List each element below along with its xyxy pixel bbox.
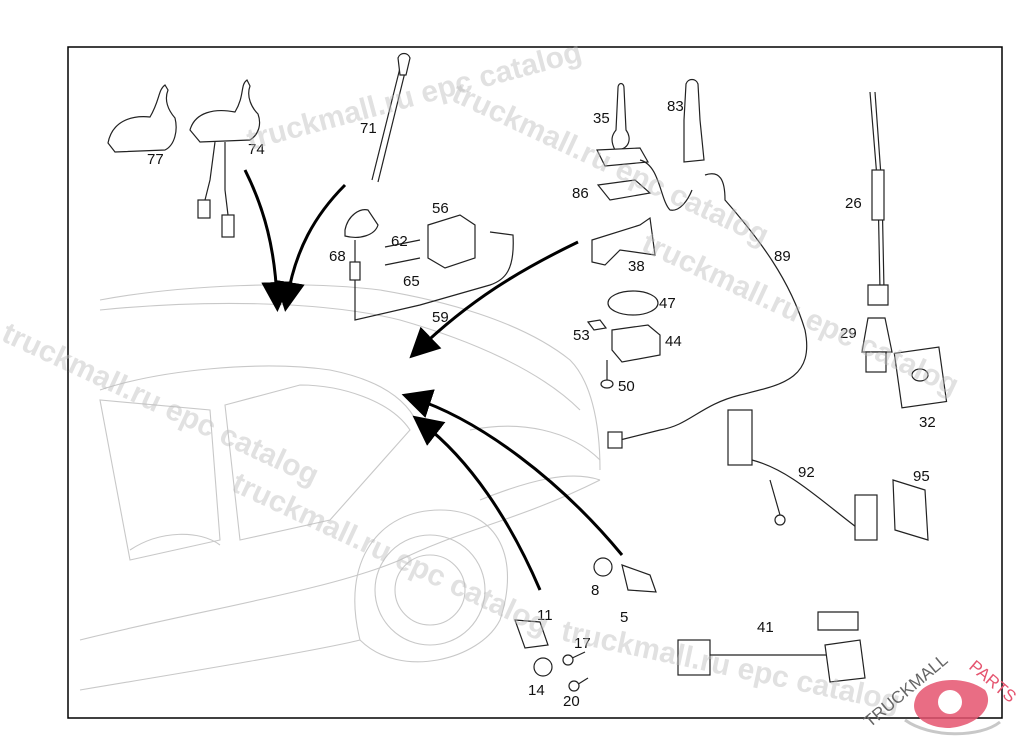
callout-71: 71: [360, 120, 377, 137]
callout-86: 86: [572, 185, 589, 202]
callout-26: 26: [845, 195, 862, 212]
callout-62: 62: [391, 233, 408, 250]
diagram-frame: [67, 46, 1003, 719]
callout-59: 59: [432, 309, 449, 326]
callout-29: 29: [840, 325, 857, 342]
callout-5: 5: [620, 609, 628, 626]
watermark-text: truckmall.ru epc catalog: [0, 316, 324, 492]
callout-38: 38: [628, 258, 645, 275]
callout-77: 77: [147, 151, 164, 168]
callout-47: 47: [659, 295, 676, 312]
callout-labels: 77 74 71 56 62 68 65 59 35 83 86 38 26 8…: [147, 98, 936, 710]
part-drawings: [107, 52, 948, 692]
callout-74: 74: [248, 141, 265, 158]
callout-65: 65: [403, 273, 420, 290]
callout-14: 14: [528, 682, 545, 699]
watermark-text: truckmall.ru epc catalog: [447, 76, 774, 252]
callout-32: 32: [919, 414, 936, 431]
watermark-text: truckmall.ru epc catalog: [637, 226, 964, 402]
callout-89: 89: [774, 248, 791, 265]
callout-50: 50: [618, 378, 635, 395]
callout-8: 8: [591, 582, 599, 599]
callout-83: 83: [667, 98, 684, 115]
callout-53: 53: [573, 327, 590, 344]
callout-11: 11: [537, 607, 553, 624]
assembly-arrows: [243, 169, 624, 591]
callout-92: 92: [798, 464, 815, 481]
callout-41: 41: [757, 619, 774, 636]
callout-20: 20: [563, 693, 580, 710]
callout-17: 17: [574, 635, 591, 652]
callout-35: 35: [593, 110, 610, 127]
callout-44: 44: [665, 333, 682, 350]
callout-95: 95: [913, 468, 930, 485]
callout-68: 68: [329, 248, 346, 265]
callout-56: 56: [432, 200, 449, 217]
